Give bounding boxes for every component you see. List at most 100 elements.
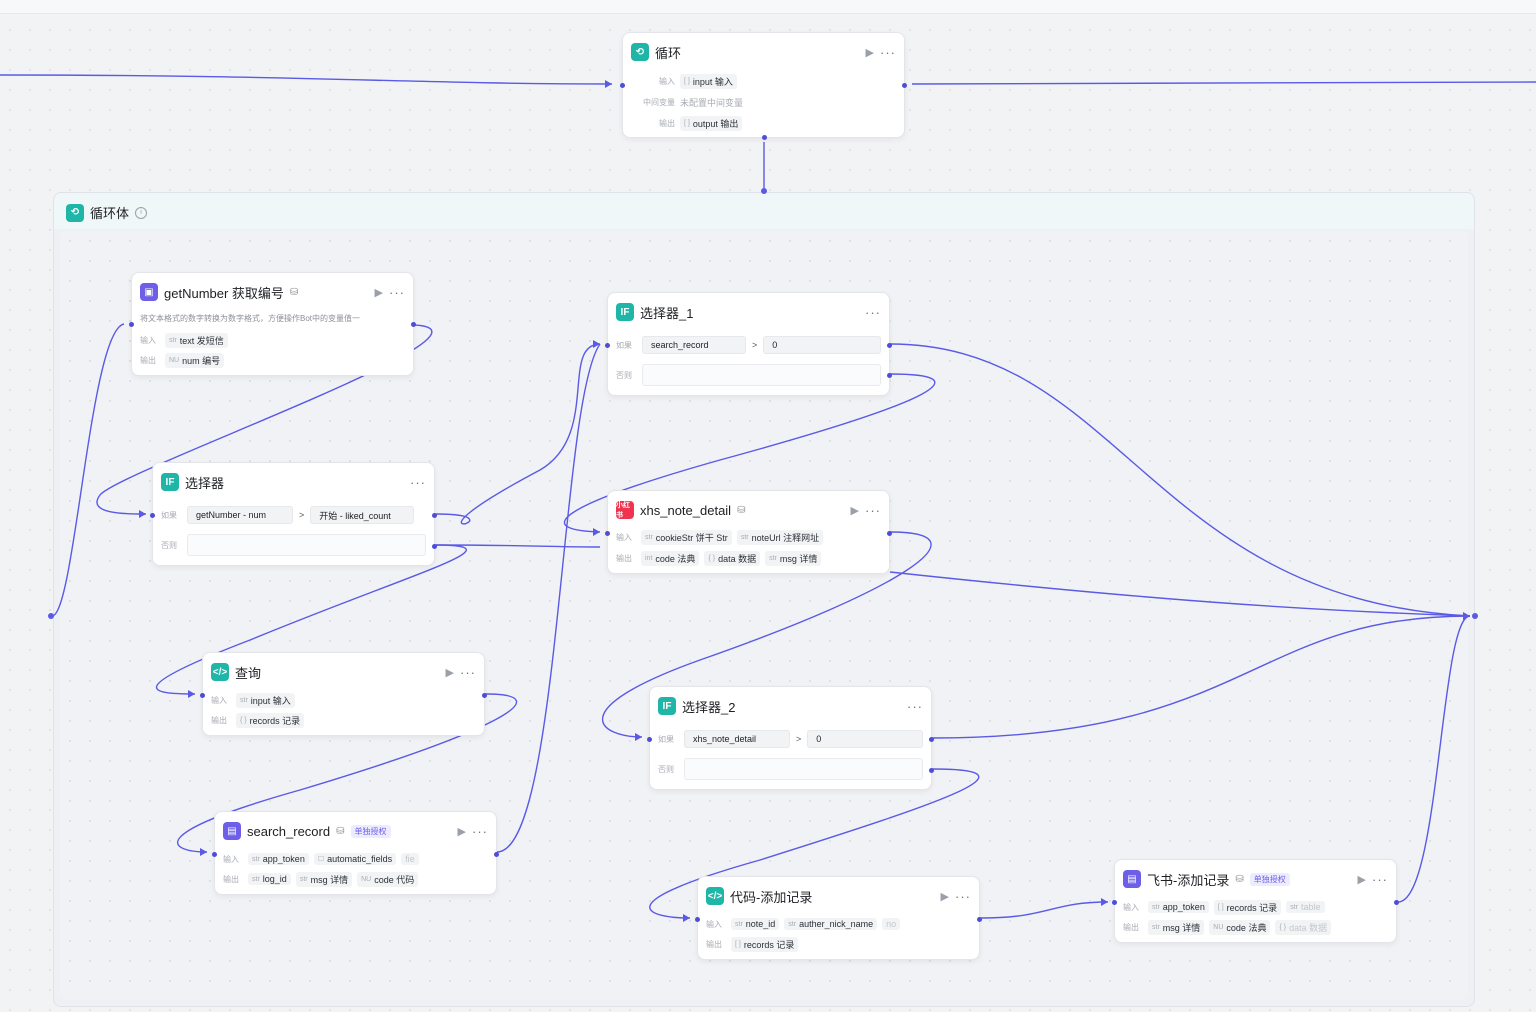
run-icon[interactable]: ▶ xyxy=(940,890,949,903)
node-title: 选择器 xyxy=(185,475,225,491)
if-port[interactable] xyxy=(929,737,934,742)
selector-1-node[interactable]: IF 选择器_1 ··· 如果 search_record > 0 否则 xyxy=(605,292,892,396)
more-icon[interactable]: ··· xyxy=(907,698,923,714)
in-port[interactable] xyxy=(150,513,155,518)
if-branch: 如果 search_record > 0 xyxy=(616,335,881,355)
if-branch: 如果 xhs_note_detail > 0 xyxy=(658,729,923,749)
left-operand[interactable]: xhs_note_detail xyxy=(684,730,790,748)
right-operand[interactable]: 0 xyxy=(763,336,881,354)
output-row: 输出 [ ]records 记录 xyxy=(706,936,971,952)
plugin-icon: ▣ xyxy=(140,283,158,301)
else-port[interactable] xyxy=(887,373,892,378)
node-title: 选择器_1 xyxy=(640,305,694,321)
out-port[interactable] xyxy=(977,917,982,922)
in-port[interactable] xyxy=(1112,900,1117,905)
in-port[interactable] xyxy=(200,693,205,698)
else-port[interactable] xyxy=(432,544,437,549)
more-icon[interactable]: ··· xyxy=(460,664,476,680)
output-chip: { }records 记录 xyxy=(236,712,305,728)
getnumber-node[interactable]: ▣ getNumber 获取编号 ⛁ ▶ ··· 将文本格式的数字转换为数字格式… xyxy=(129,272,416,376)
selector-2-node[interactable]: IF 选择器_2 ··· 如果 xhs_note_detail > 0 否则 xyxy=(647,686,934,790)
loop-body-title: 循环体 xyxy=(90,206,130,221)
more-icon[interactable]: ··· xyxy=(955,888,971,904)
auth-tag[interactable]: 单独授权 xyxy=(350,824,391,838)
out-port[interactable] xyxy=(482,693,487,698)
output-row: 输出 { }records 记录 xyxy=(211,712,476,728)
node-title: 代码-添加记录 xyxy=(730,889,813,905)
if-branch: 如果 getNumber - num > 开始 - liked_count xyxy=(161,505,426,525)
run-icon[interactable]: ▶ xyxy=(850,504,859,517)
in-port[interactable] xyxy=(212,852,217,857)
plugin-icon: ▤ xyxy=(223,822,241,840)
out-port[interactable] xyxy=(411,322,416,327)
node-title: 循环 xyxy=(655,45,682,61)
out-port[interactable] xyxy=(902,83,907,88)
input-chip: [ ]input 输入 xyxy=(680,73,737,89)
right-operand[interactable]: 0 xyxy=(807,730,923,748)
in-port[interactable] xyxy=(605,531,610,536)
node-title: getNumber 获取编号 xyxy=(164,285,284,301)
more-icon[interactable]: ··· xyxy=(865,304,881,320)
left-operand[interactable]: search_record xyxy=(642,336,746,354)
more-icon[interactable]: ··· xyxy=(389,284,405,300)
code-icon: </> xyxy=(706,887,724,905)
selector-node[interactable]: IF 选择器 ··· 如果 getNumber - num > 开始 - lik… xyxy=(150,462,437,566)
run-icon[interactable]: ▶ xyxy=(445,666,454,679)
output-chip: [ ]output 输出 xyxy=(680,115,743,131)
out-port[interactable] xyxy=(494,852,499,857)
in-port[interactable] xyxy=(129,322,134,327)
out-port[interactable] xyxy=(1394,900,1399,905)
more-icon[interactable]: ··· xyxy=(410,474,426,490)
run-icon[interactable]: ▶ xyxy=(374,286,383,299)
condition-icon: IF xyxy=(161,473,179,491)
loop-body-header: ⟲ 循环体 i xyxy=(66,203,148,222)
left-operand[interactable]: getNumber - num xyxy=(187,506,293,524)
var-row: 中间变量 未配置中间变量 xyxy=(643,97,744,108)
run-icon[interactable]: ▶ xyxy=(865,46,874,59)
more-icon[interactable]: ··· xyxy=(472,823,488,839)
right-operand[interactable]: 开始 - liked_count xyxy=(310,506,415,524)
body-port[interactable] xyxy=(762,135,767,140)
run-icon[interactable]: ▶ xyxy=(457,825,466,838)
auth-tag[interactable]: 单独授权 xyxy=(1249,872,1290,886)
loop-node[interactable]: ⟲ 循环 ▶ ··· 输入 [ ]input 输入 中间变量 未配置中间变量 输… xyxy=(620,32,907,140)
run-icon[interactable]: ▶ xyxy=(1357,873,1366,886)
node-description: 将文本格式的数字转换为数字格式，方便操作Bot中的变量值一 xyxy=(140,314,361,323)
more-icon[interactable]: ··· xyxy=(880,44,896,60)
if-port[interactable] xyxy=(887,343,892,348)
else-branch: 否则 xyxy=(658,758,923,780)
node-title: 飞书-添加记录 xyxy=(1147,872,1230,888)
else-box xyxy=(187,534,426,556)
else-port[interactable] xyxy=(929,768,934,773)
code-icon: </> xyxy=(211,663,229,681)
in-port[interactable] xyxy=(647,737,652,742)
more-icon[interactable]: ··· xyxy=(865,502,881,518)
in-port[interactable] xyxy=(695,917,700,922)
info-icon[interactable]: i xyxy=(135,206,148,219)
node-title: 选择器_2 xyxy=(682,699,736,715)
database-icon: ⛁ xyxy=(737,504,746,516)
out-port[interactable] xyxy=(887,531,892,536)
more-icon[interactable]: ··· xyxy=(1372,871,1388,887)
in-port[interactable] xyxy=(620,83,625,88)
condition-icon: IF xyxy=(616,303,634,321)
condition-icon: IF xyxy=(658,697,676,715)
node-title: xhs_note_detail xyxy=(640,502,732,518)
in-port[interactable] xyxy=(605,343,610,348)
if-port[interactable] xyxy=(432,513,437,518)
else-branch: 否则 xyxy=(616,364,881,386)
